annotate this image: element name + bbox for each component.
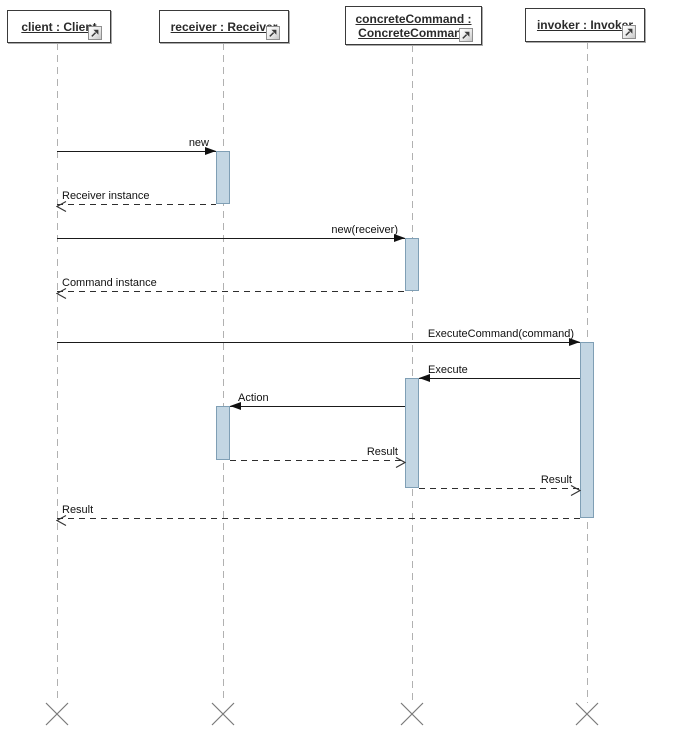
message-line xyxy=(230,460,405,461)
message-execute-command: ExecuteCommand(command) xyxy=(57,328,580,346)
arrowhead-open-icon xyxy=(55,513,68,526)
message-execute: Execute xyxy=(419,364,580,382)
message-label: Result xyxy=(366,446,398,458)
message-label: new xyxy=(188,137,209,149)
message-line xyxy=(230,406,405,407)
activation-bar-receiver-2 xyxy=(216,406,230,460)
arrowhead-filled-icon xyxy=(205,147,216,155)
message-line xyxy=(57,291,405,292)
lifeline-label: client : Client xyxy=(21,19,97,34)
message-line xyxy=(57,342,580,343)
message-receiver-instance: Receiver instance xyxy=(55,190,216,212)
arrowhead-open-icon xyxy=(394,455,407,468)
message-command-instance: Command instance xyxy=(55,277,405,299)
lifeline-label: receiver : Receiver xyxy=(170,19,278,34)
destroy-x-icon xyxy=(211,702,235,726)
message-result-command-to-invoker: Result xyxy=(419,474,582,496)
lifeline-client xyxy=(57,43,58,703)
destroy-x-icon xyxy=(575,702,599,726)
navigate-icon[interactable] xyxy=(266,26,280,40)
arrowhead-filled-icon xyxy=(230,402,241,410)
arrowhead-open-icon xyxy=(569,483,582,496)
activation-bar-invoker xyxy=(580,342,594,518)
message-line xyxy=(419,488,580,489)
lifeline-concrete-command xyxy=(412,45,413,703)
message-result-invoker-to-client: Result xyxy=(55,504,580,526)
arrowhead-filled-icon xyxy=(394,234,405,242)
arrowhead-open-icon xyxy=(55,286,68,299)
lifeline-head-receiver[interactable]: receiver : Receiver xyxy=(159,10,289,43)
message-label: Command instance xyxy=(62,277,157,289)
activation-bar-concrete-command-1 xyxy=(405,238,419,291)
message-label: Execute xyxy=(428,364,468,376)
message-label: Result xyxy=(62,504,94,516)
activation-bar-receiver-1 xyxy=(216,151,230,204)
lifeline-head-concrete-command[interactable]: concreteCommand : ConcreteCommand xyxy=(345,6,482,45)
message-label: new(receiver) xyxy=(331,224,398,236)
message-label: Action xyxy=(238,392,269,404)
message-action: Action xyxy=(230,392,405,410)
activation-bar-concrete-command-2 xyxy=(405,378,419,488)
message-line xyxy=(57,151,216,152)
message-label: ExecuteCommand(command) xyxy=(427,328,574,340)
message-new-receiver: new(receiver) xyxy=(57,224,405,242)
destroy-x-icon xyxy=(45,702,69,726)
message-line xyxy=(419,378,580,379)
message-result-receiver-to-command: Result xyxy=(230,446,407,468)
lifeline-head-client[interactable]: client : Client xyxy=(7,10,111,43)
lifeline-receiver xyxy=(223,43,224,703)
message-label: Receiver instance xyxy=(62,190,150,202)
navigate-icon[interactable] xyxy=(622,25,636,39)
message-line xyxy=(57,238,405,239)
message-label: Result xyxy=(540,474,572,486)
navigate-icon[interactable] xyxy=(88,26,102,40)
destroy-x-icon xyxy=(400,702,424,726)
navigate-icon[interactable] xyxy=(459,28,473,42)
arrowhead-open-icon xyxy=(55,199,68,212)
message-line xyxy=(57,518,580,519)
message-new: new xyxy=(57,137,216,155)
message-line xyxy=(57,204,216,205)
arrowhead-filled-icon xyxy=(569,338,580,346)
lifeline-label: concreteCommand : ConcreteCommand xyxy=(355,11,472,40)
arrowhead-filled-icon xyxy=(419,374,430,382)
lifeline-label: invoker : Invoker xyxy=(536,18,634,32)
lifeline-head-invoker[interactable]: invoker : Invoker xyxy=(525,8,645,42)
